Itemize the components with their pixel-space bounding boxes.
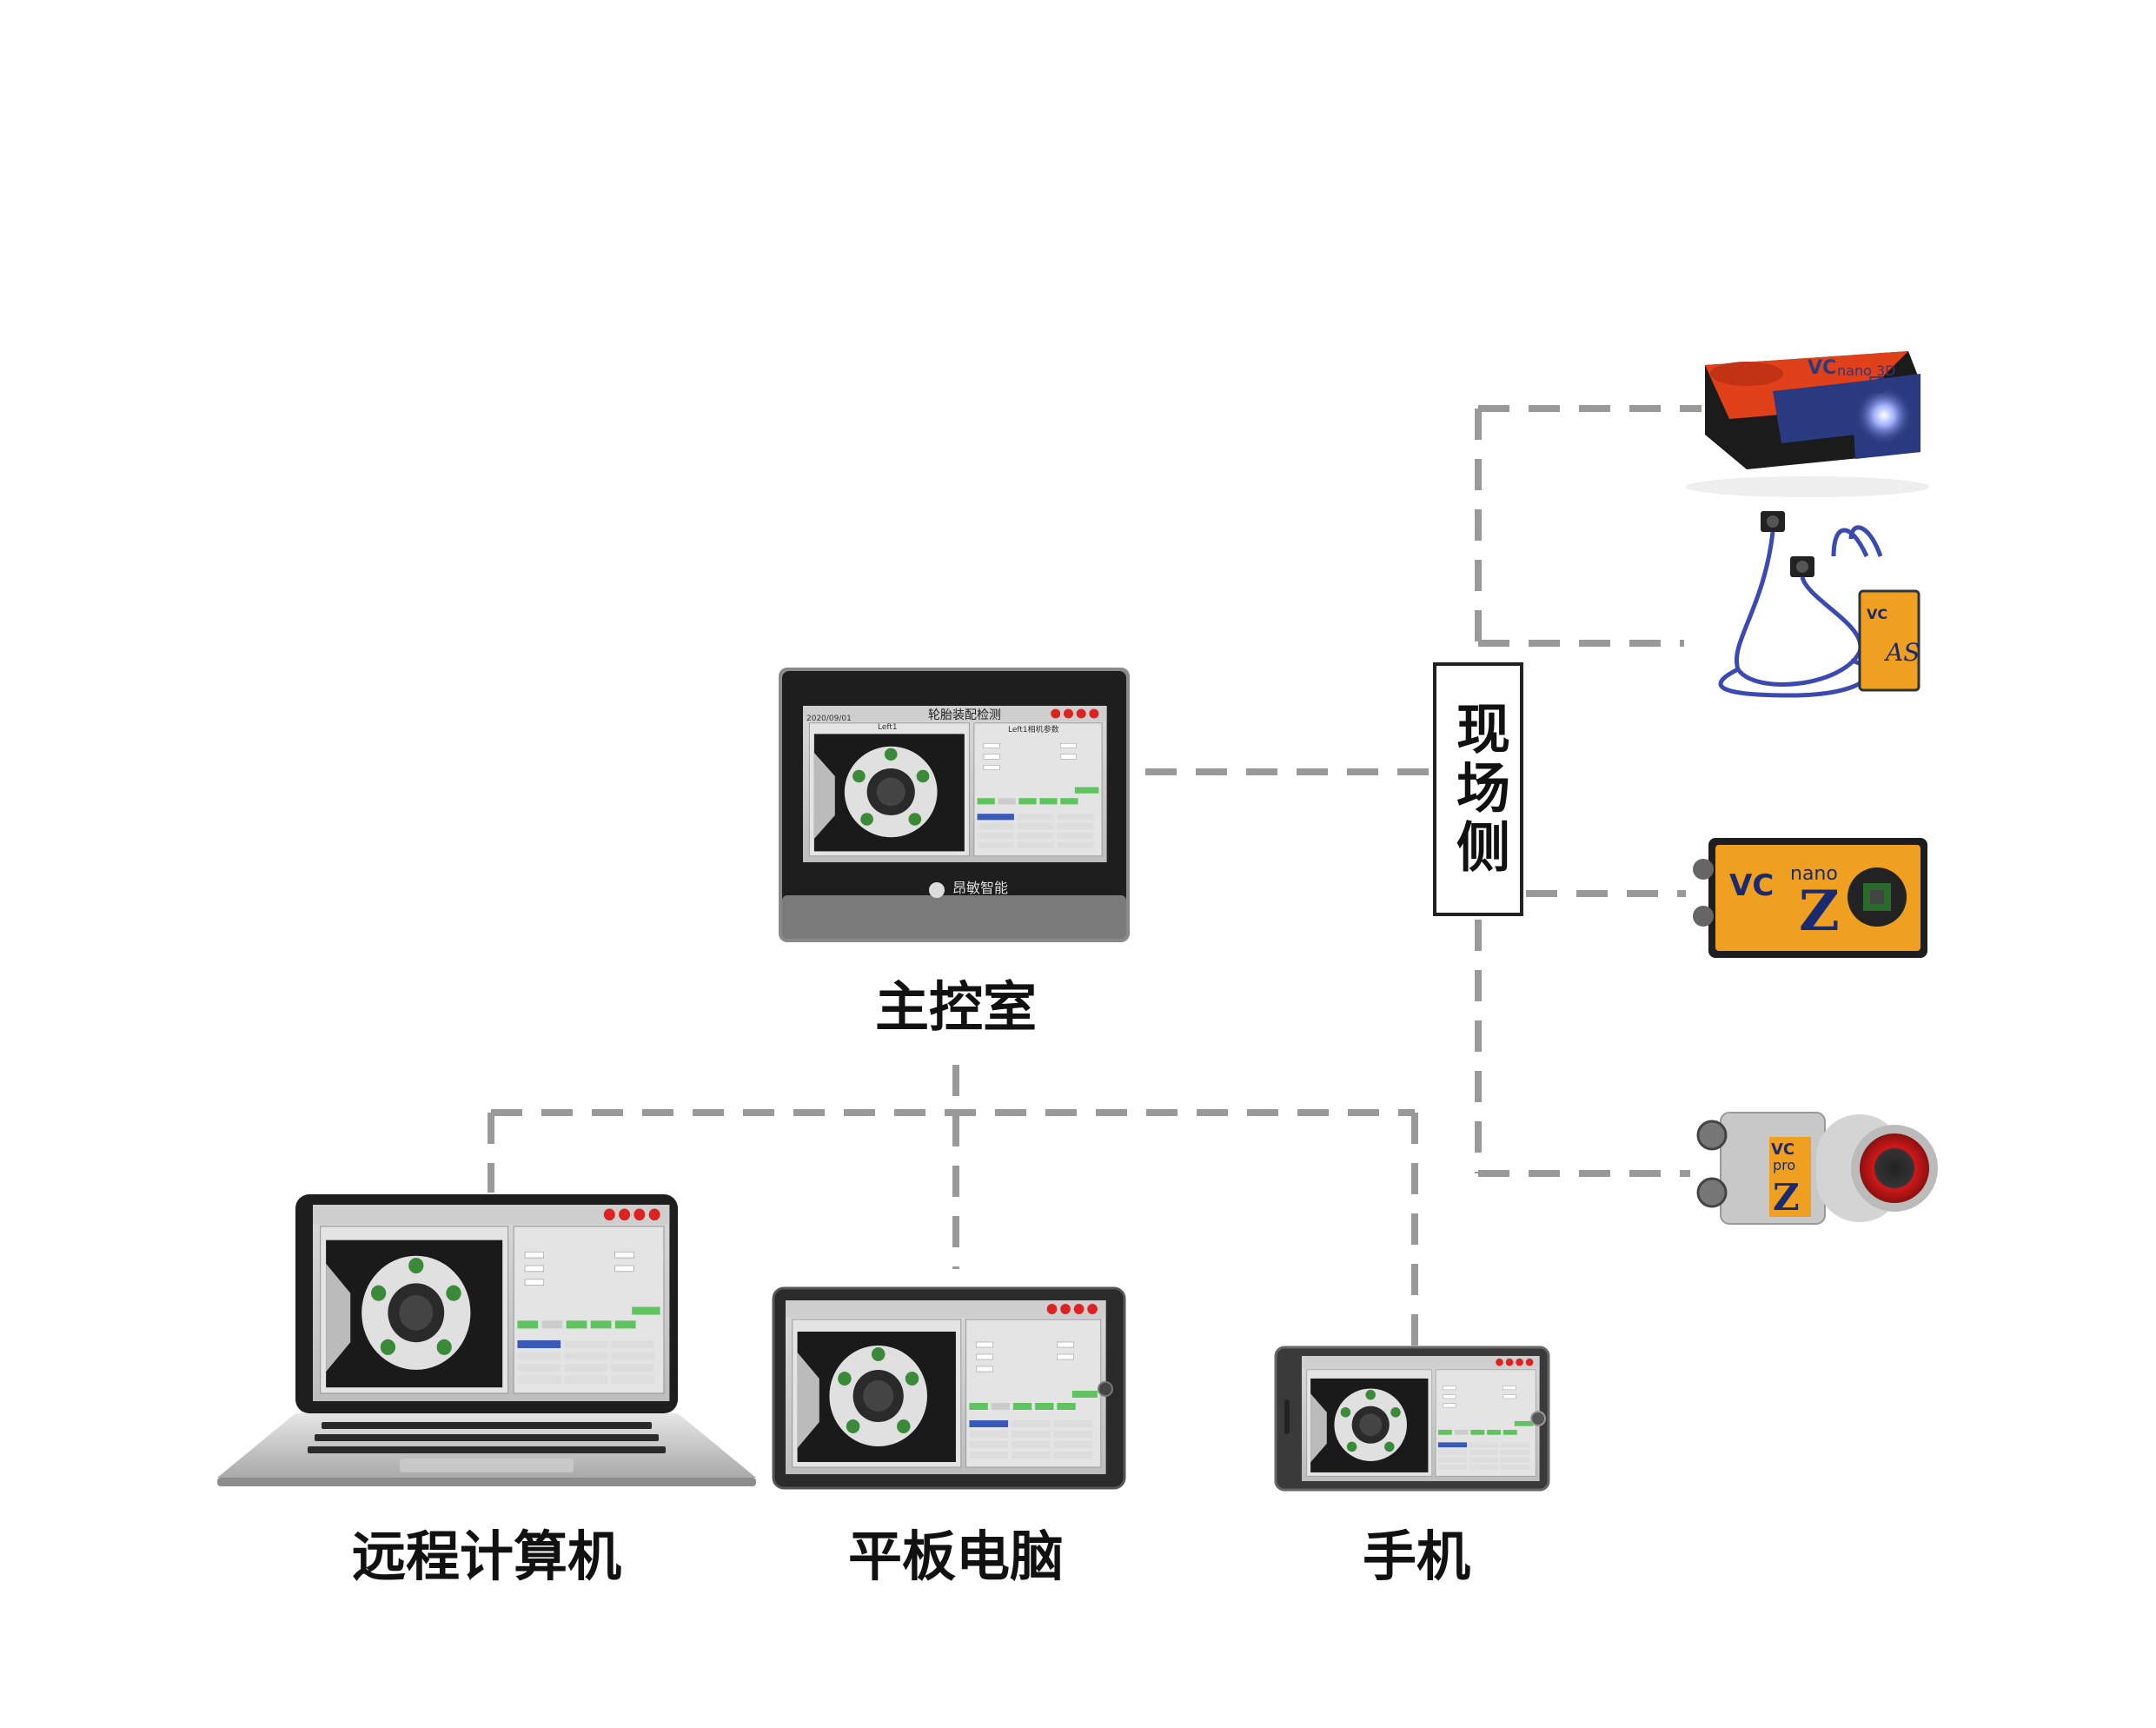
camera-3-model: nano (1790, 863, 1838, 885)
control-room-label: 主控室 (874, 975, 1037, 1039)
camera-4-model: pro (1773, 1157, 1795, 1173)
camera-2-brand: VC (1867, 606, 1887, 622)
tablet-label: 平板电脑 (847, 1525, 1064, 1588)
field-side-label: 现场侧 (1447, 701, 1510, 878)
camera-3-brand: VC (1729, 868, 1774, 903)
tablet-device (772, 1286, 1126, 1490)
camera-4-brand: VC (1771, 1140, 1794, 1159)
control-room-hmi (779, 668, 1130, 942)
camera-pro-z: VC pro Z (1696, 1112, 1938, 1225)
hmi-brand: 昂敏智能 (952, 880, 1008, 896)
phone-device (1274, 1346, 1550, 1492)
camera-1-suffix: Z (1868, 373, 1885, 399)
camera-2-model: AS (1883, 638, 1920, 667)
tablet-home-icon (1098, 1381, 1113, 1397)
camera-nano-z: VC nano Z (1693, 838, 1927, 958)
phone-label: 手机 (1362, 1525, 1470, 1588)
field-side-box: 现场侧 (1433, 662, 1523, 916)
hmi-tab: Left1 (878, 723, 898, 732)
camera-1-model: nano 3D (1837, 362, 1895, 379)
hmi-logo-icon (929, 882, 945, 898)
connection-lines (488, 405, 1702, 1346)
camera-nano-3d: VC nano 3D Z (1686, 351, 1929, 497)
hmi-date: 2020/09/01 (806, 714, 852, 723)
camera-4-suffix: Z (1773, 1176, 1800, 1219)
remote-pc-laptop (217, 1194, 756, 1486)
phone-home-icon (1530, 1411, 1546, 1426)
camera-1-brand: VC (1808, 357, 1836, 379)
hmi-title: 轮胎装配检测 (928, 708, 1001, 722)
camera-as: AS VC (1718, 511, 1920, 698)
remote-pc-label: 远程计算机 (351, 1525, 621, 1588)
hmi-param-title: Left1相机参数 (1008, 726, 1059, 734)
camera-3-suffix: Z (1799, 879, 1840, 944)
